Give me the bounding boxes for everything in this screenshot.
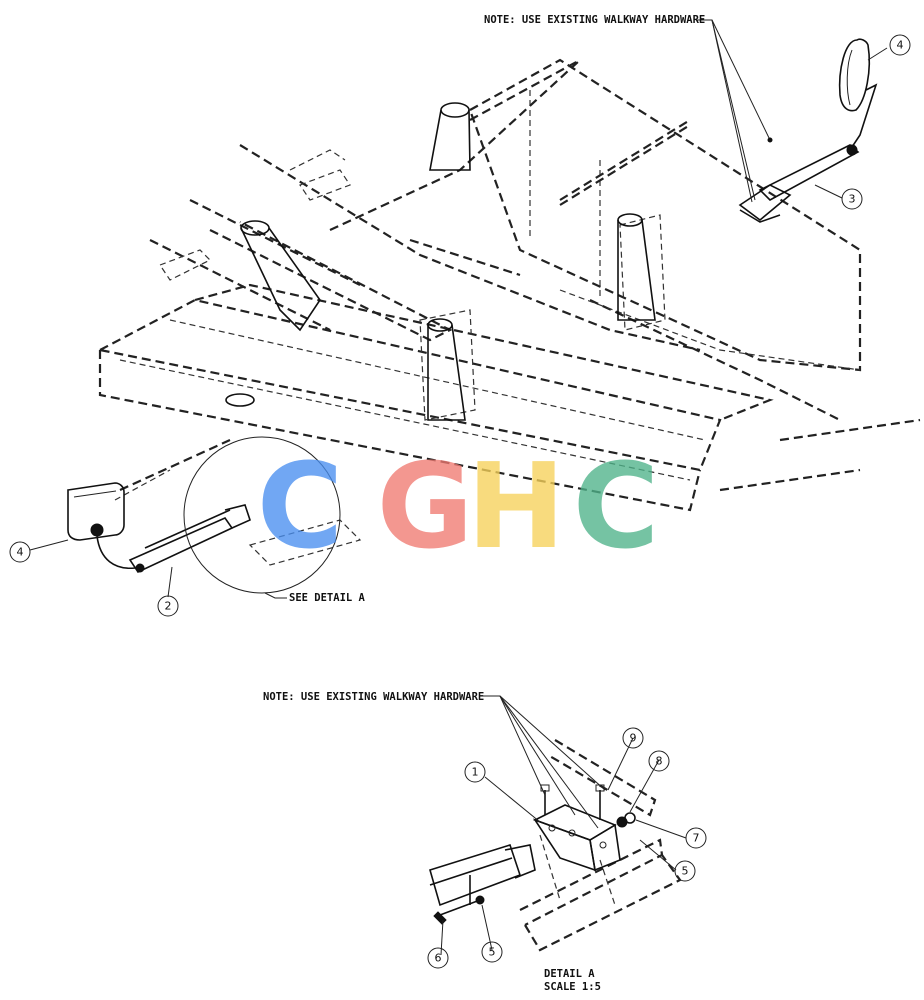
watermark-letter-h: H <box>467 437 566 575</box>
see-detail-label: SEE DETAIL A <box>289 592 366 604</box>
callout-4-top: 4 <box>889 34 911 56</box>
callout-5-bottom: 5 <box>481 941 503 963</box>
callout-6-label: 6 <box>435 952 442 965</box>
callout-4-top-label: 4 <box>897 39 904 52</box>
callout-9-label: 9 <box>630 732 637 745</box>
note-top: NOTE: USE EXISTING WALKWAY HARDWARE <box>484 14 705 26</box>
chassis-frame <box>96 58 921 566</box>
callout-4-left-label: 4 <box>17 546 24 559</box>
callout-1: 1 <box>464 761 486 783</box>
callout-6: 6 <box>427 947 449 969</box>
callout-1-label: 1 <box>472 766 479 779</box>
callout-8: 8 <box>648 750 670 772</box>
watermark-letter-c1: C <box>257 437 344 575</box>
detail-title: DETAIL A <box>544 968 595 980</box>
callout-4-left: 4 <box>9 541 31 563</box>
callout-9: 9 <box>622 727 644 749</box>
detail-a-drawing <box>429 739 682 952</box>
callout-3-label: 3 <box>849 193 856 206</box>
callout-8-label: 8 <box>656 755 663 768</box>
note-detail: NOTE: USE EXISTING WALKWAY HARDWARE <box>263 691 484 703</box>
frame-pillars <box>225 102 656 421</box>
right-mirror-assembly <box>738 38 878 223</box>
callout-5-bottom-label: 5 <box>489 946 496 959</box>
callout-7-label: 7 <box>693 832 700 845</box>
callout-5-right-label: 5 <box>682 865 689 878</box>
detail-a-circle <box>183 436 341 594</box>
leader-lines <box>29 19 888 956</box>
watermark-letter-c2: C <box>573 437 660 575</box>
watermark-letter-g: G <box>377 437 474 575</box>
callout-2: 2 <box>157 595 179 617</box>
callout-7: 7 <box>685 827 707 849</box>
detail-scale: SCALE 1:5 <box>544 981 601 993</box>
left-mirror-assembly <box>67 482 251 574</box>
callout-3: 3 <box>841 188 863 210</box>
callout-5-right: 5 <box>674 860 696 882</box>
callout-2-label: 2 <box>165 600 172 613</box>
watermark-logo: C G H C <box>257 437 660 575</box>
